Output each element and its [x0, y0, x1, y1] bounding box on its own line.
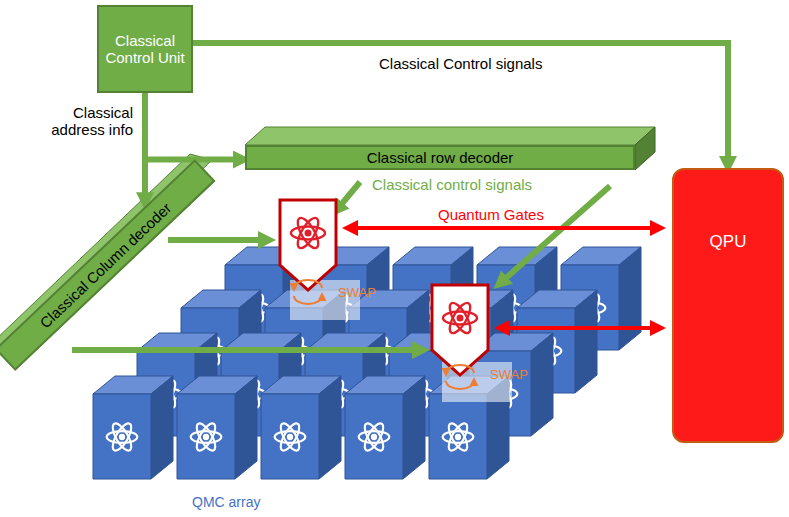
control-unit-box: Classical Control Unit [97, 5, 193, 93]
row-decoder-bar: Classical row decoder [245, 145, 635, 170]
memory-pointer [432, 285, 488, 375]
control-arrow [168, 237, 270, 243]
control-connector [142, 93, 148, 204]
control-arrow [72, 347, 424, 353]
signal-label: Classical Control signals [379, 55, 542, 72]
atom-icon [191, 421, 222, 453]
atom-icon [107, 421, 138, 453]
signal-label: Classical control signals [372, 176, 532, 193]
atom-icon [443, 300, 477, 336]
atom-icon [359, 421, 390, 453]
memory-cell-face [429, 394, 487, 479]
decoder-top-face [245, 127, 655, 145]
array-label: QMC array [192, 494, 260, 510]
memory-cell-face [619, 247, 641, 350]
memory-cell-face [235, 376, 257, 479]
control-connector [145, 93, 245, 160]
swap-arrow [294, 296, 322, 304]
memory-cell-face [93, 394, 151, 479]
atom-icon [275, 421, 306, 453]
memory-cell-face [151, 376, 173, 479]
memory-cell-face [575, 290, 597, 393]
memory-cell-face [403, 376, 425, 479]
decoder-side-face [635, 127, 655, 170]
operation-label: SWAP [490, 367, 528, 382]
node-label: Classical row decoder [367, 149, 514, 166]
atom-icon [291, 215, 325, 251]
operation-label: SWAP [338, 285, 376, 300]
swap-arrow [446, 381, 474, 389]
swap-arrow [446, 365, 474, 373]
signal-label: Classical address info [21, 104, 133, 138]
memory-cell-face [345, 394, 403, 479]
control-arrow [335, 182, 360, 212]
quantum-gate-arrow [348, 226, 660, 230]
memory-cell-face [261, 394, 319, 479]
memory-cell-face [177, 394, 235, 479]
atom-icon [443, 421, 474, 453]
node-label: Classical Column decoder [36, 199, 174, 331]
node-label: Classical Control Unit [103, 32, 187, 66]
memory-pointer [280, 200, 336, 290]
control-arrow [498, 186, 610, 285]
memory-cell-face [531, 333, 553, 436]
swap-arrow [294, 280, 322, 288]
signal-label: Quantum Gates [438, 206, 544, 223]
memory-cell-face [319, 376, 341, 479]
qpu-box: QPU [672, 168, 784, 443]
node-label: QPU [710, 232, 747, 252]
quantum-gate-arrow [500, 326, 660, 330]
qmc-cells [93, 247, 641, 479]
